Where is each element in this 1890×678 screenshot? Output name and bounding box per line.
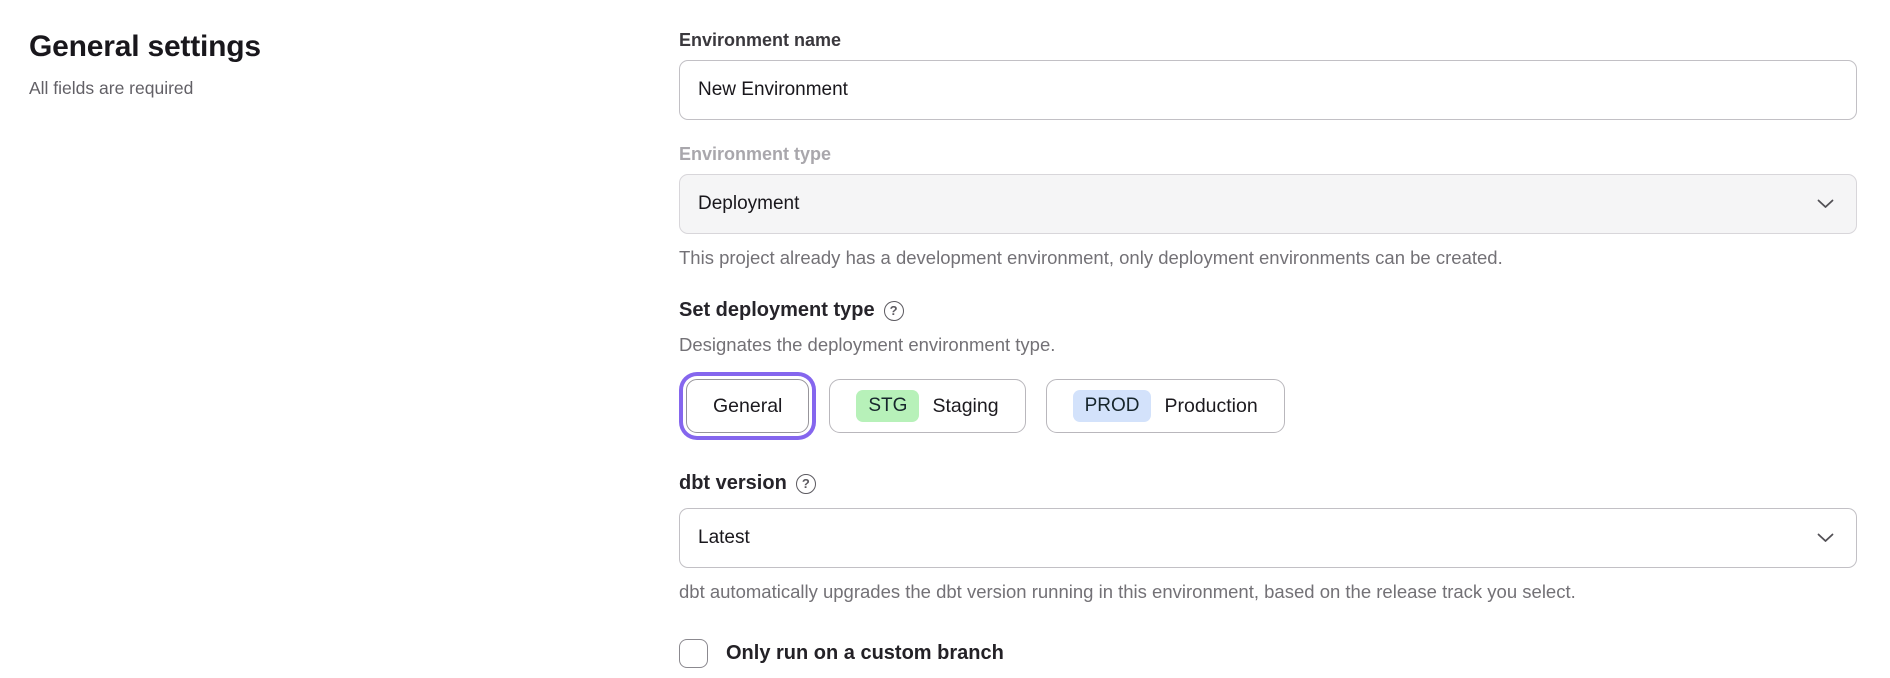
environment-type-helper: This project already has a development e… (679, 247, 1503, 268)
settings-header: General settings All fields are required (29, 30, 629, 99)
deployment-type-staging-button[interactable]: STG Staging (829, 379, 1026, 433)
page-title: General settings (29, 30, 261, 63)
custom-branch-label[interactable]: Only run on a custom branch (726, 642, 1004, 664)
environment-type-label: Environment type (679, 144, 832, 164)
deployment-type-general-button[interactable]: General (686, 379, 810, 433)
chevron-down-icon (1817, 199, 1834, 209)
dbt-version-heading-text: dbt version (679, 472, 787, 494)
dbt-version-heading: dbt version ? (679, 472, 1857, 495)
deployment-type-general-label: General (713, 394, 783, 417)
dbt-version-value: Latest (698, 527, 750, 548)
custom-branch-row[interactable]: Only run on a custom branch (679, 639, 1857, 668)
deployment-type-options: General STG Staging PROD Production (679, 372, 1857, 440)
page-subtitle: All fields are required (29, 78, 194, 98)
deployment-type-production-label: Production (1164, 394, 1258, 417)
production-badge: PROD (1072, 390, 1152, 422)
help-icon[interactable]: ? (883, 300, 904, 321)
deployment-type-heading-text: Set deployment type (679, 299, 875, 321)
custom-branch-checkbox[interactable] (679, 639, 708, 668)
deployment-type-staging-label: Staging (932, 394, 999, 417)
help-icon[interactable]: ? (795, 473, 816, 494)
environment-name-input[interactable] (679, 60, 1857, 120)
environment-type-select[interactable]: Deployment (679, 174, 1857, 234)
dbt-version-select[interactable]: Latest (679, 508, 1857, 568)
staging-badge: STG (856, 390, 920, 422)
deployment-type-heading: Set deployment type ? (679, 299, 1857, 322)
deployment-type-description: Designates the deployment environment ty… (679, 334, 1056, 355)
dbt-version-helper: dbt automatically upgrades the dbt versi… (679, 581, 1576, 602)
environment-type-value: Deployment (698, 193, 800, 214)
chevron-down-icon (1817, 533, 1834, 543)
deployment-type-production-button[interactable]: PROD Production (1045, 379, 1285, 433)
environment-settings-form: Environment name Environment type Deploy… (679, 30, 1857, 668)
environment-name-label: Environment name (679, 30, 842, 50)
